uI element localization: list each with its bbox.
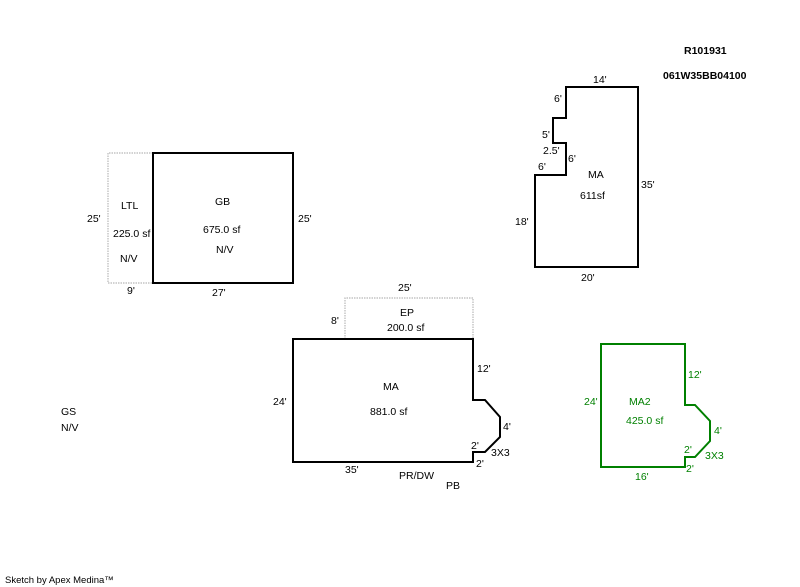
ma-main-dim-bottom-step: 2' [476, 458, 484, 470]
ep-dim-left: 8' [331, 315, 339, 327]
ma-main-area: 881.0 sf [370, 406, 407, 418]
parcel-id: R101931 [684, 45, 727, 57]
ma-top-dim-step1: 6' [554, 93, 562, 105]
map-tax-lot: 061W35BB04100 [663, 70, 747, 82]
ltl-note: N/V [120, 253, 138, 265]
ma-top-dim-right: 35' [641, 179, 655, 191]
ma2-outline [600, 343, 711, 468]
ma-top-area: 611sf [580, 190, 605, 202]
pb-label: PB [446, 480, 460, 492]
area-ma-main: 24' 12' 4' 2' 3X3 2' 35' MA 881.0 sf PR/… [273, 338, 511, 492]
ma2-dim-left: 24' [584, 396, 598, 408]
sketch-credit: Sketch by Apex Medina™ [5, 575, 114, 586]
area-ep: 25' 8' EP 200.0 sf [331, 282, 474, 339]
ltl-area: 225.0 sf [113, 228, 150, 240]
gb-dim-right: 25' [298, 213, 312, 225]
ma-top-dim-left: 18' [515, 216, 529, 228]
gb-note: N/V [216, 244, 234, 256]
ma-main-dim-bay-size: 3X3 [491, 447, 510, 459]
gs-label: GS [61, 406, 76, 418]
ma-main-dim-right-upper: 12' [477, 363, 491, 375]
ma-main-dim-left: 24' [273, 396, 287, 408]
ma2-dim-bay-size: 3X3 [705, 450, 724, 462]
ma2-dim-bay-step: 2' [684, 444, 692, 456]
ma-main-dim-bottom: 35' [345, 464, 359, 476]
ma-main-dim-bay-step: 2' [471, 440, 479, 452]
ma2-dim-bottom: 16' [635, 471, 649, 483]
ma2-dim-bay: 4' [714, 425, 722, 437]
ep-area: 200.0 sf [387, 322, 424, 334]
area-ma-top: 14' 6' 5' 2.5' 6' 6' 18' 35' 20' MA 611s… [515, 74, 655, 284]
ma-top-label: MA [588, 169, 604, 181]
ma-top-dim-step2: 6' [568, 153, 576, 165]
gs-note: N/V [61, 422, 79, 434]
gb-area: 675.0 sf [203, 224, 240, 236]
gb-outline [152, 152, 294, 284]
ep-label: EP [400, 307, 414, 319]
ma2-dim-right-upper: 12' [688, 369, 702, 381]
area-ltl: 25' 9' LTL 225.0 sf N/V [87, 152, 153, 297]
ep-dim-top: 25' [398, 282, 412, 294]
ma-top-dim-notch: 5' [542, 129, 550, 141]
ma2-dim-bottom-step: 2' [686, 463, 694, 475]
ma-main-dim-bay: 4' [503, 421, 511, 433]
area-gb: 25' 27' GB 675.0 sf N/V [152, 152, 312, 299]
ltl-dim-bottom: 9' [127, 285, 135, 297]
gb-dim-bottom: 27' [212, 287, 226, 299]
ma-top-dim-notch-depth: 2.5' [543, 145, 560, 157]
ma-main-label: MA [383, 381, 399, 393]
ma2-label: MA2 [629, 396, 651, 408]
ma-top-dim-top: 14' [593, 74, 607, 86]
area-ma2: 24' 12' 4' 2' 3X3 2' 16' MA2 425.0 sf [584, 343, 724, 483]
ep-outline [344, 297, 474, 339]
ma-main-outline [292, 338, 501, 463]
ltl-outline [107, 152, 153, 284]
ma-top-outline [534, 86, 639, 268]
ltl-label: LTL [121, 200, 138, 212]
ma-top-dim-bottom: 20' [581, 272, 595, 284]
ma2-area: 425.0 sf [626, 415, 663, 427]
gb-label: GB [215, 196, 230, 208]
ltl-dim-left: 25' [87, 213, 101, 225]
area-gs: GS N/V [61, 406, 79, 434]
pr-dw-label: PR/DW [399, 470, 434, 482]
ma-top-dim-ledge: 6' [538, 161, 546, 173]
